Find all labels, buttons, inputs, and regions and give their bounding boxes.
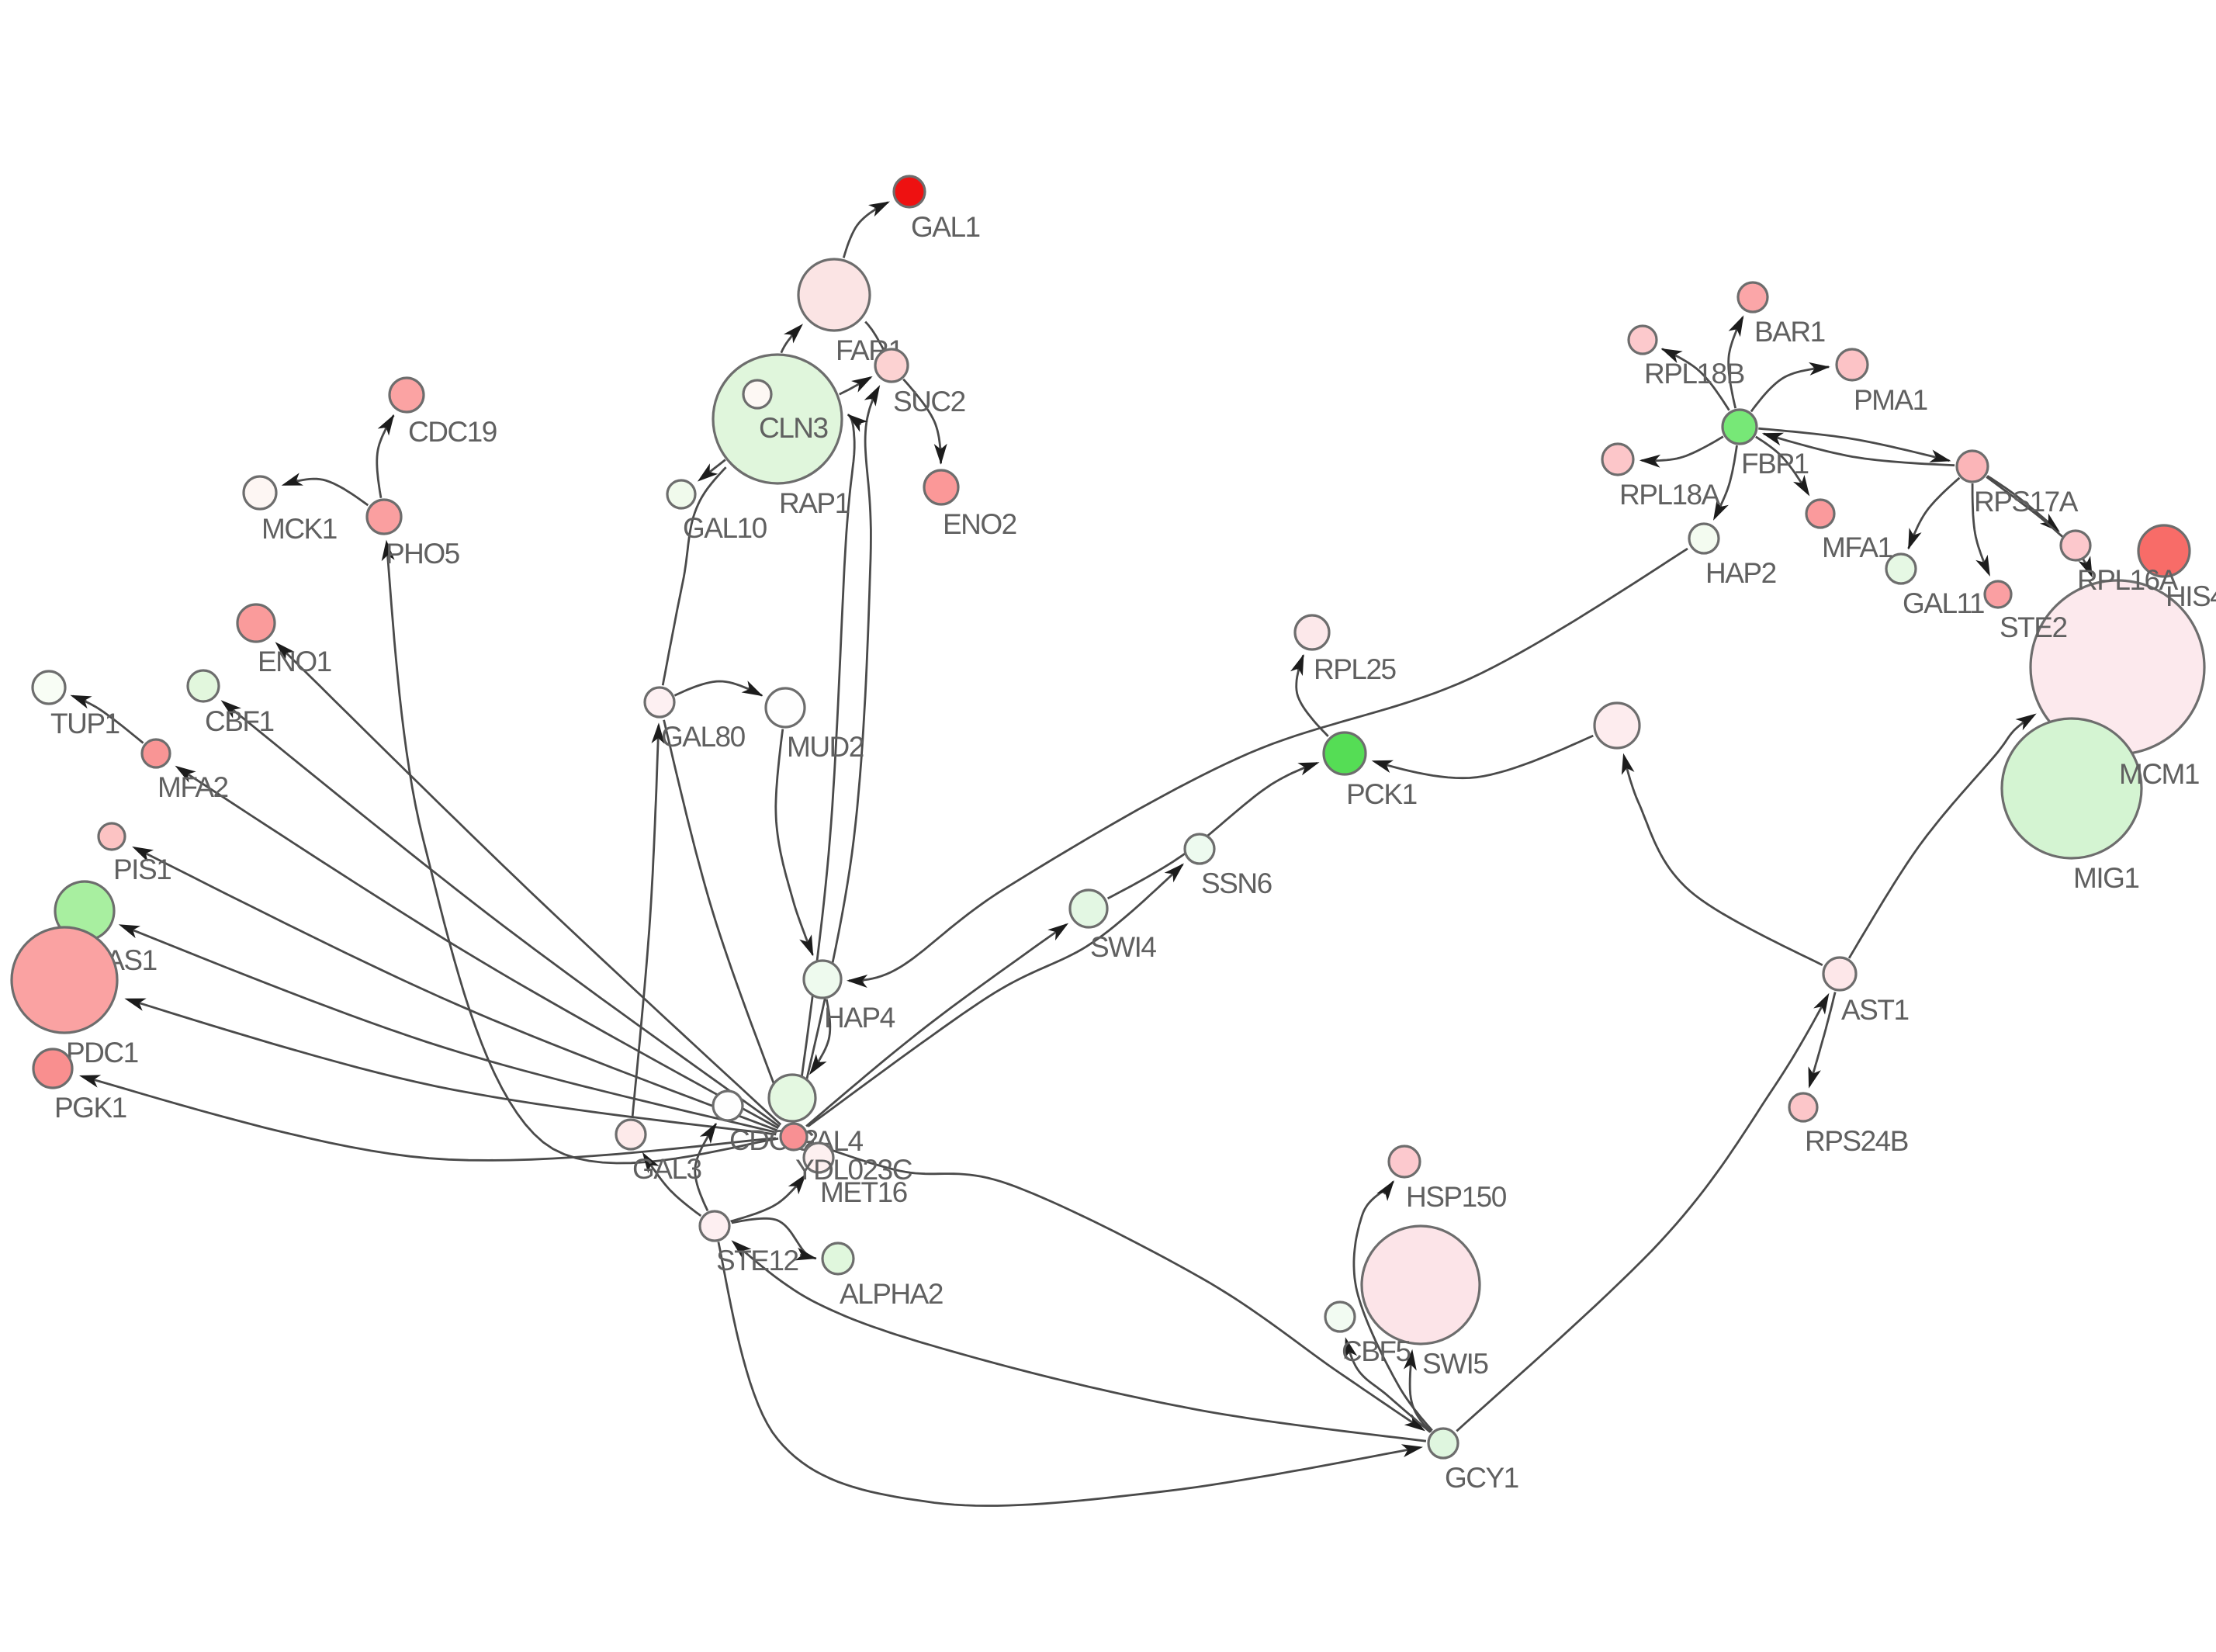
svg-text:SSN6: SSN6: [1201, 868, 1272, 899]
svg-text:GAL3: GAL3: [632, 1153, 701, 1185]
svg-text:RPL18B: RPL18B: [1644, 358, 1744, 390]
svg-text:ALPHA2: ALPHA2: [840, 1278, 943, 1310]
svg-text:MIG1: MIG1: [2073, 862, 2138, 894]
svg-text:HAP2: HAP2: [1705, 557, 1776, 589]
svg-text:CLN3: CLN3: [759, 412, 828, 444]
svg-text:HAP4: HAP4: [824, 1002, 895, 1034]
svg-text:MET16: MET16: [820, 1176, 907, 1208]
svg-text:MFA1: MFA1: [1822, 532, 1892, 563]
svg-text:GAL11: GAL11: [1903, 587, 1984, 619]
svg-text:MCM1: MCM1: [2119, 758, 2199, 790]
svg-text:PIS1: PIS1: [113, 854, 171, 885]
svg-text:RPS24B: RPS24B: [1805, 1125, 1908, 1157]
svg-text:TUP1: TUP1: [50, 708, 119, 739]
svg-text:RPL25: RPL25: [1314, 653, 1397, 685]
svg-text:MFA2: MFA2: [158, 771, 228, 803]
svg-text:SUC2: SUC2: [893, 386, 965, 417]
svg-text:YDL023C: YDL023C: [795, 1154, 912, 1186]
svg-text:MUD2: MUD2: [787, 731, 864, 763]
svg-text:SWI5: SWI5: [1422, 1348, 1488, 1380]
svg-text:CBF1: CBF1: [205, 705, 274, 737]
svg-text:STE12: STE12: [716, 1245, 798, 1276]
svg-text:ENO1: ENO1: [258, 646, 331, 677]
svg-text:RPL18A: RPL18A: [1619, 479, 1721, 511]
svg-text:STE2: STE2: [2000, 611, 2067, 643]
svg-text:PHO5: PHO5: [386, 538, 460, 570]
svg-text:GAL1: GAL1: [911, 211, 980, 243]
svg-text:HSP150: HSP150: [1406, 1181, 1507, 1213]
svg-text:GAL80: GAL80: [661, 721, 746, 753]
svg-text:FBP1: FBP1: [1741, 448, 1809, 480]
svg-text:PDC1: PDC1: [66, 1037, 138, 1068]
svg-text:PMA1: PMA1: [1854, 384, 1927, 416]
svg-text:GAL10: GAL10: [683, 512, 767, 544]
svg-text:GCY1: GCY1: [1445, 1462, 1518, 1494]
svg-text:RPL16A: RPL16A: [2077, 564, 2179, 596]
svg-text:CDC19: CDC19: [408, 416, 497, 448]
svg-text:PCK1: PCK1: [1346, 778, 1417, 810]
svg-text:CBF5: CBF5: [1342, 1335, 1411, 1367]
svg-text:ENO2: ENO2: [943, 508, 1016, 540]
svg-text:BAR1: BAR1: [1754, 316, 1825, 348]
svg-text:RPS17A: RPS17A: [1974, 486, 2079, 518]
svg-text:HIS4: HIS4: [2166, 580, 2216, 612]
svg-text:MCK1: MCK1: [261, 513, 337, 545]
svg-text:SWI4: SWI4: [1090, 931, 1156, 963]
svg-text:RAP1: RAP1: [779, 487, 850, 519]
svg-text:PGK1: PGK1: [54, 1092, 126, 1124]
svg-text:AST1: AST1: [1841, 994, 1909, 1026]
